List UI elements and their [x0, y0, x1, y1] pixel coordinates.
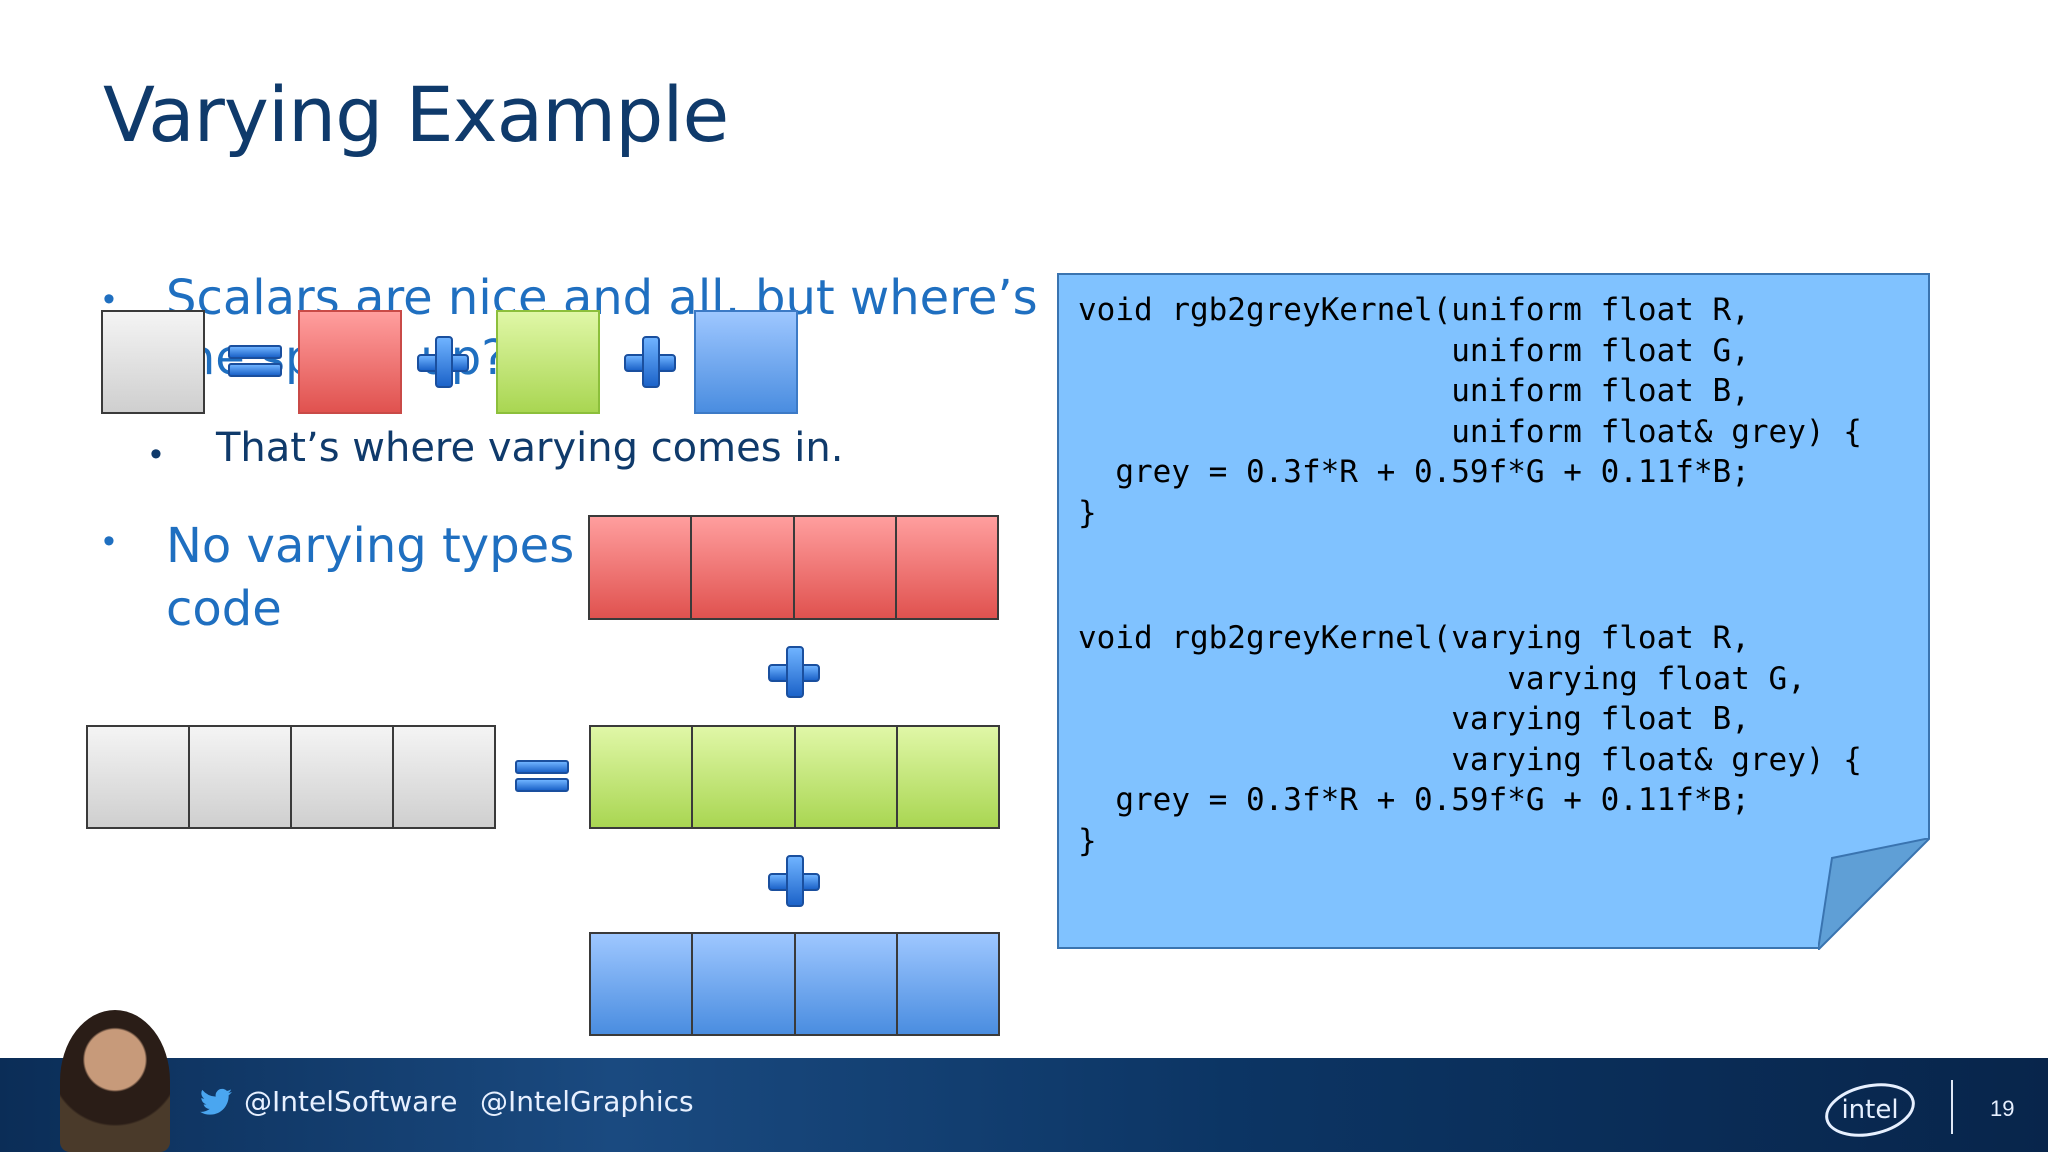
page-curl-icon — [1818, 838, 1930, 950]
vector-grey-cell — [392, 725, 496, 829]
sub-bullet-dot: • — [150, 435, 162, 473]
code-line: varying float& grey) { — [1078, 741, 1862, 778]
intel-logo-text: intel — [1841, 1095, 1898, 1125]
vector-green-cell — [691, 725, 796, 829]
intel-logo: intel — [1825, 1083, 1915, 1137]
code-note — [1057, 273, 1930, 949]
scalar-red-box — [298, 310, 402, 414]
scalar-blue-box — [694, 310, 798, 414]
vector-blue-cell — [691, 932, 796, 1036]
footer-handle-graphics[interactable]: @IntelGraphics — [480, 1085, 694, 1118]
code-line: void rgb2greyKernel(uniform float R, — [1078, 292, 1750, 328]
footer-bar — [0, 1058, 2048, 1152]
code-line: } — [1078, 822, 1097, 859]
vector-red-cell — [792, 515, 897, 620]
page-number: 19 — [1990, 1096, 2015, 1121]
vector-blue-row — [589, 932, 1000, 1036]
twitter-icon — [200, 1088, 232, 1115]
vector-red-cell — [690, 515, 795, 620]
scalar-grey-box — [101, 310, 205, 414]
slide-title: Varying Example — [103, 70, 729, 159]
bullet-no-varying-line1: No varying types n — [166, 518, 620, 574]
bullet-no-varying-line2: code — [166, 581, 282, 637]
plus-icon — [417, 336, 469, 388]
vector-green-row — [589, 725, 1000, 829]
footer-handle-software[interactable]: @IntelSoftware — [244, 1085, 458, 1118]
character-avatar — [60, 1010, 170, 1152]
bullet-varying: That’s where varying comes in. — [216, 425, 844, 471]
vector-red-cell — [894, 515, 999, 620]
plus-icon — [624, 336, 676, 388]
code-line: uniform float G, — [1078, 332, 1750, 369]
bullet-dot: • — [103, 280, 115, 318]
code-varying: void rgb2greyKernel(varying float R, var… — [1078, 618, 1862, 861]
equals-icon — [515, 760, 569, 794]
scalar-green-box — [496, 310, 600, 414]
bullet-no-varying: No varying types n code — [166, 515, 620, 641]
code-uniform: void rgb2greyKernel(uniform float R, uni… — [1078, 290, 1862, 533]
code-line: varying float B, — [1078, 701, 1750, 737]
code-line: grey = 0.3f*R + 0.59f*G + 0.11f*B; — [1078, 454, 1750, 490]
plus-icon — [768, 646, 820, 698]
code-line: void rgb2greyKernel(varying float R, — [1078, 620, 1750, 656]
vector-blue-cell — [793, 932, 898, 1036]
equals-icon — [228, 345, 282, 379]
vector-grey-cell — [290, 725, 394, 829]
plus-icon — [768, 855, 820, 907]
vector-red-row — [588, 515, 999, 620]
bullet-dot: • — [103, 522, 115, 560]
vector-grey-row — [86, 725, 496, 829]
vector-blue-cell — [895, 932, 1000, 1036]
vector-green-cell — [793, 725, 898, 829]
code-line: } — [1078, 494, 1097, 531]
vector-grey-cell — [86, 725, 190, 829]
vector-green-cell — [895, 725, 1000, 829]
vector-blue-cell — [589, 932, 694, 1036]
code-line: varying float G, — [1078, 660, 1806, 697]
footer-separator — [1951, 1080, 1953, 1134]
code-line: grey = 0.3f*R + 0.59f*G + 0.11f*B; — [1078, 782, 1750, 818]
vector-grey-cell — [188, 725, 292, 829]
code-line: uniform float B, — [1078, 373, 1750, 409]
code-line: uniform float& grey) { — [1078, 413, 1862, 450]
vector-red-cell — [588, 515, 693, 620]
vector-green-cell — [589, 725, 694, 829]
